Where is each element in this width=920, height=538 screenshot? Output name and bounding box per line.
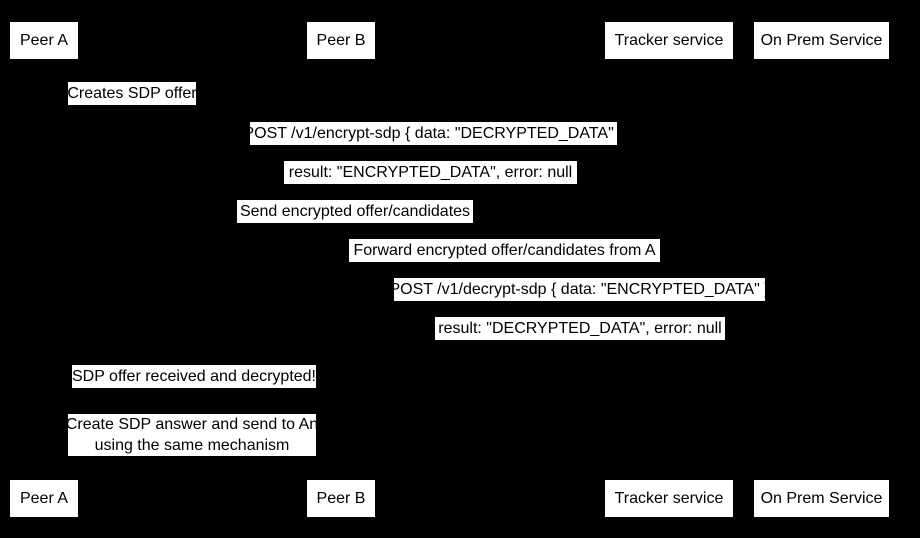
message-text-line: { result: "ENCRYPTED_DATA", error: null … xyxy=(279,164,583,181)
message-text-line: Create SDP answer and send to An xyxy=(65,416,319,433)
participant-peer-a-bottom[interactable]: Peer A xyxy=(10,480,78,517)
message-text-line: SDP offer received and decrypted! xyxy=(72,368,316,385)
participant-on-prem-service-top[interactable]: On Prem Service xyxy=(754,22,889,59)
message-create-sdp-answer: Create SDP answer and send to An using th… xyxy=(65,414,319,456)
message-text-line: using the same mechanism xyxy=(94,437,290,454)
participant-tracker-service-bottom[interactable]: Tracker service xyxy=(605,480,733,517)
message-sdp-offer-received: SDP offer received and decrypted! xyxy=(72,365,316,388)
message-text-line: { result: "DECRYPTED_DATA", error: null … xyxy=(428,320,732,337)
participant-label: Peer B xyxy=(316,489,366,507)
participant-label: On Prem Service xyxy=(760,31,883,49)
message-text-line: Send encrypted offer/candidates xyxy=(239,203,471,220)
participant-label: Peer A xyxy=(19,489,69,507)
participant-on-prem-service-bottom[interactable]: On Prem Service xyxy=(754,480,889,517)
participant-label: Peer A xyxy=(19,31,69,49)
message-post-decrypt-sdp: POST /v1/decrypt-sdp { data: "ENCRYPTED_… xyxy=(389,278,770,301)
participant-label: On Prem Service xyxy=(760,489,883,507)
message-text-line: Forward encrypted offer/candidates from … xyxy=(353,242,656,259)
participant-tracker-service-top[interactable]: Tracker service xyxy=(605,22,733,59)
participant-label: Tracker service xyxy=(614,489,724,507)
message-encrypt-sdp-result: { result: "ENCRYPTED_DATA", error: null … xyxy=(279,161,582,184)
message-text-line: POST /v1/encrypt-sdp { data: "DECRYPTED_… xyxy=(243,125,624,142)
participant-peer-b-bottom[interactable]: Peer B xyxy=(307,480,375,517)
message-text-line: POST /v1/decrypt-sdp { data: "ENCRYPTED_… xyxy=(389,281,770,298)
message-send-encrypted-offer: Send encrypted offer/candidates xyxy=(237,200,473,223)
message-decrypt-sdp-result: { result: "DECRYPTED_DATA", error: null … xyxy=(429,317,732,340)
message-forward-encrypted-offer: Forward encrypted offer/candidates from … xyxy=(349,239,660,262)
message-post-encrypt-sdp: POST /v1/encrypt-sdp { data: "DECRYPTED_… xyxy=(243,122,624,145)
participant-peer-a-top[interactable]: Peer A xyxy=(10,22,78,59)
participant-label: Tracker service xyxy=(614,31,724,49)
message-text-line: Creates SDP offer xyxy=(67,85,197,102)
message-creates-sdp-offer: Creates SDP offer xyxy=(67,82,197,105)
participant-peer-b-top[interactable]: Peer B xyxy=(307,22,375,59)
participant-label: Peer B xyxy=(316,31,366,49)
